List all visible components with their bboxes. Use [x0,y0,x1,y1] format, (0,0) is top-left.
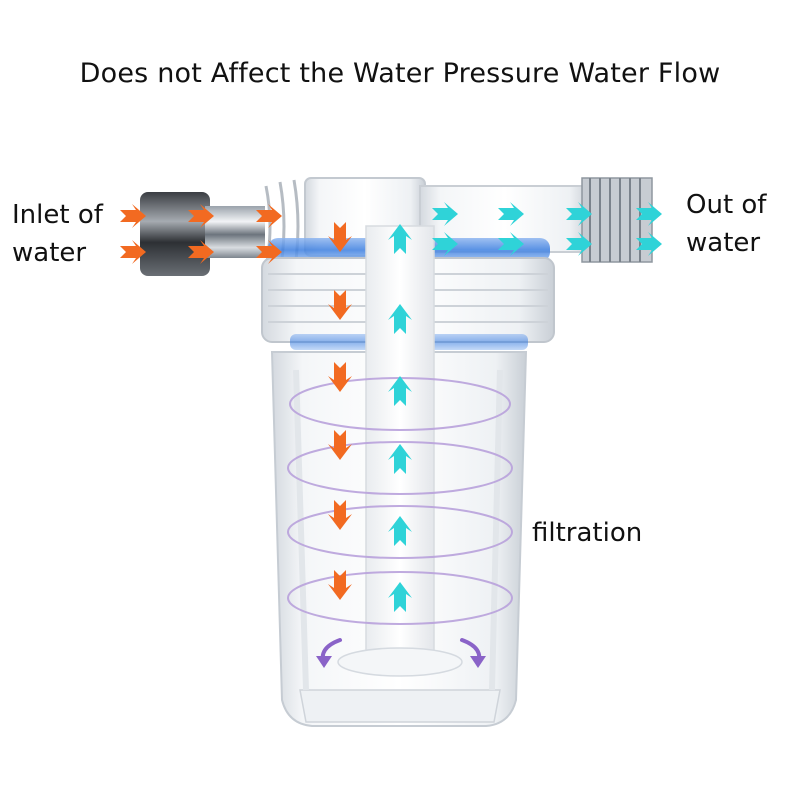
curved-arrow-icon [316,656,332,668]
chevron-arrow-right-icon [188,240,214,264]
inlet-label-line1: Inlet of [12,200,103,230]
chevron-arrow-up-icon [388,304,412,334]
chevron-arrow-down-icon [328,362,352,392]
inlet-pipe [205,206,265,258]
outlet-arrows [432,202,662,256]
chevron-arrow-right-icon [566,202,592,226]
chevron-arrow-down-icon [328,290,352,320]
chevron-arrow-up-icon [388,224,412,254]
chevron-arrow-right-icon [120,204,146,228]
chevron-arrow-up-icon [388,582,412,612]
chevron-arrow-right-icon [256,240,282,264]
chevron-arrow-down-icon [328,222,352,252]
chevron-arrow-right-icon [120,240,146,264]
chevron-arrow-down-icon [328,570,352,600]
chevron-arrow-right-icon [432,202,458,226]
chevron-arrow-down-icon [328,500,352,530]
outlet-label: Out of water [686,186,766,262]
inlet-arrows [120,204,282,264]
housing-head [261,177,653,350]
outlet-label-line2: water [686,228,761,258]
inlet-label: Inlet of water [12,196,103,272]
swirl-ring [287,441,513,495]
swirl-ring [287,505,513,559]
inlet-nut [140,192,210,276]
outlet-label-line1: Out of [686,190,767,220]
page-title: Does not Affect the Water Pressure Water… [79,58,721,89]
chevron-arrow-right-icon [432,232,458,256]
chevron-arrow-right-icon [256,204,282,228]
chevron-arrow-up-icon [388,376,412,406]
curved-arrow-icon [470,656,486,668]
chevron-arrow-right-icon [636,202,662,226]
downflow-arrows [328,222,352,600]
chevron-arrow-up-icon [388,516,412,546]
upflow-arrows [388,224,412,612]
chevron-arrow-down-icon [328,430,352,460]
chevron-arrow-up-icon [388,444,412,474]
core-base [337,647,463,677]
chevron-arrow-right-icon [498,202,524,226]
chevron-arrow-right-icon [188,204,214,228]
chevron-arrow-right-icon [566,232,592,256]
chevron-arrow-right-icon [498,232,524,256]
inlet-label-line2: water [12,238,87,268]
filtration-label: filtration [532,518,643,548]
chevron-arrow-right-icon [636,232,662,256]
swirl-ring [287,571,513,625]
